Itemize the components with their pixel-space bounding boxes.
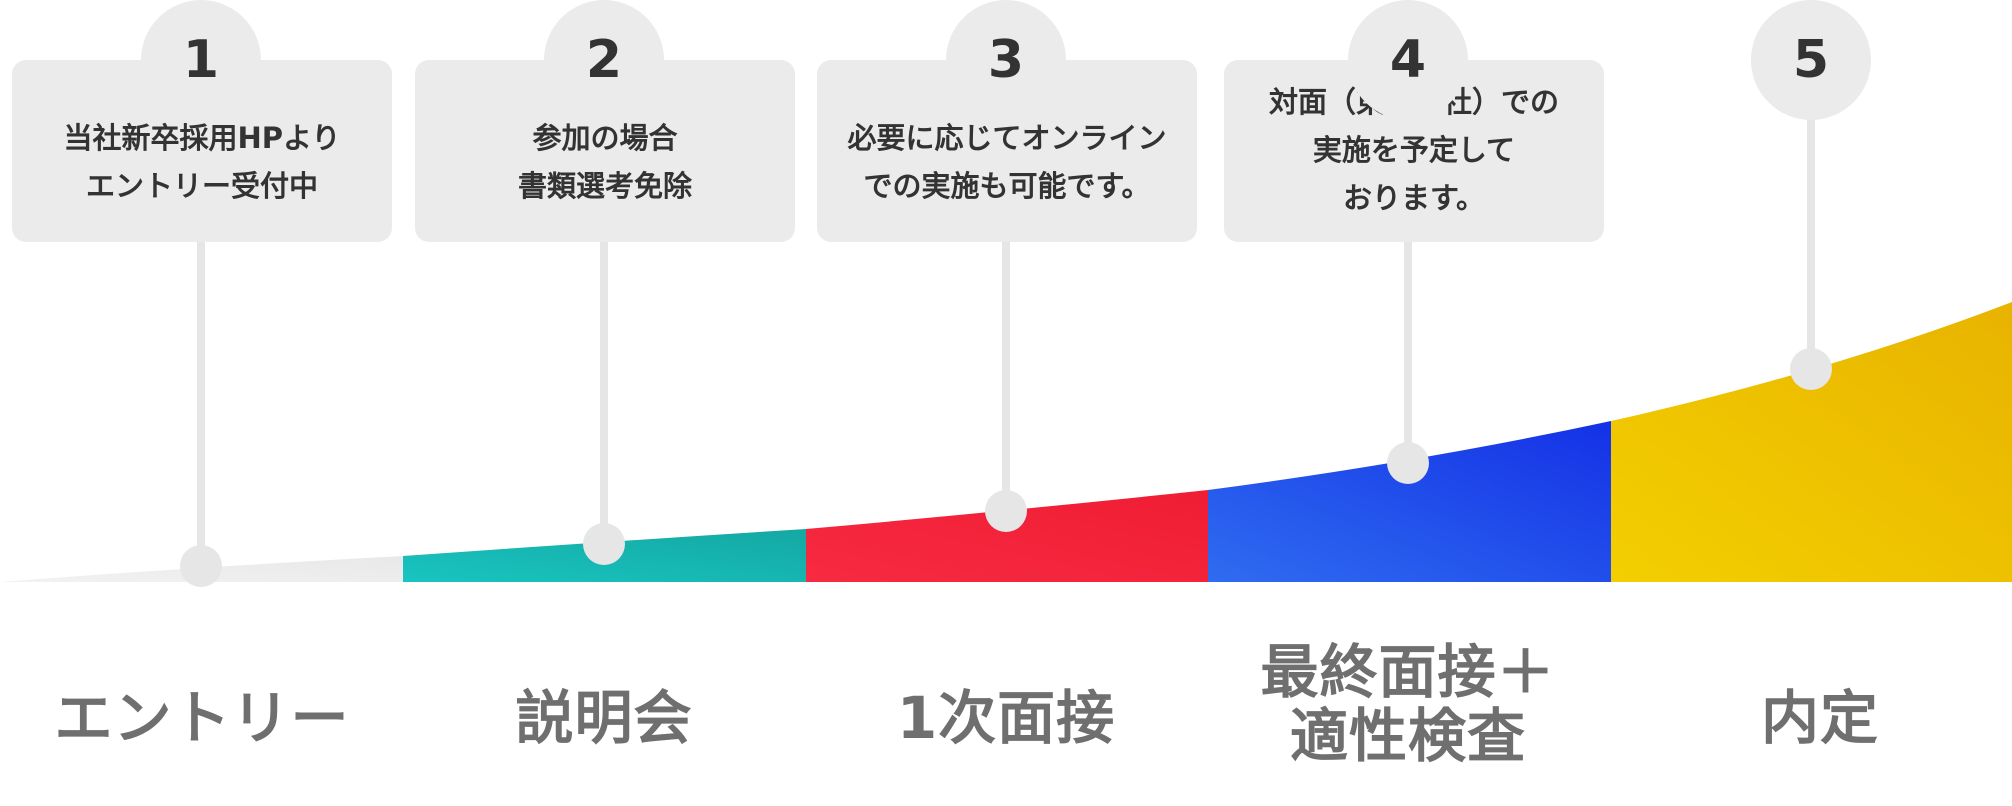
step-description-2: 参加の場合 書類選考免除 (517, 121, 692, 203)
connector-line-5 (1807, 110, 1815, 368)
stage-label-5: 内定 (1760, 684, 1879, 752)
stage-label-4: 最終面接＋ 適性検査 (1260, 638, 1556, 770)
connector-line-2 (600, 240, 608, 543)
connector-line-3 (1002, 240, 1010, 510)
connector-line-1 (197, 240, 205, 565)
connector-dot-1 (180, 545, 222, 587)
step-number-badge-3: 3 (946, 0, 1066, 120)
stage-label-1: エントリー (54, 684, 350, 752)
step-description-1: 当社新卒採用HPより エントリー受付中 (63, 121, 341, 203)
step-number-3: 3 (987, 30, 1025, 90)
step-number-badge-1: 1 (141, 0, 261, 120)
step-card-3: 必要に応じてオンライン での実施も可能です。 (817, 60, 1197, 242)
stage-band-offer (1611, 302, 2012, 582)
step-number-5: 5 (1792, 30, 1830, 90)
connector-dot-2 (583, 523, 625, 565)
connector-line-4 (1404, 240, 1412, 462)
step-number-badge-5: 5 (1751, 0, 1871, 120)
connector-dot-4 (1387, 442, 1429, 484)
connector-dot-5 (1790, 348, 1832, 390)
stage-band-first-interview (806, 490, 1208, 582)
connector-dot-3 (985, 490, 1027, 532)
step-number-4: 4 (1389, 30, 1427, 90)
stage-label-3: 1次面接 (896, 684, 1116, 752)
step-number-2: 2 (585, 30, 623, 90)
stage-label-2: 説明会 (515, 684, 693, 752)
step-number-badge-4: 4 (1348, 0, 1468, 120)
stage-band-final-interview (1208, 421, 1611, 582)
step-description-3: 必要に応じてオンライン での実施も可能です。 (847, 121, 1167, 203)
step-number-1: 1 (182, 30, 220, 90)
step-number-badge-2: 2 (544, 0, 664, 120)
